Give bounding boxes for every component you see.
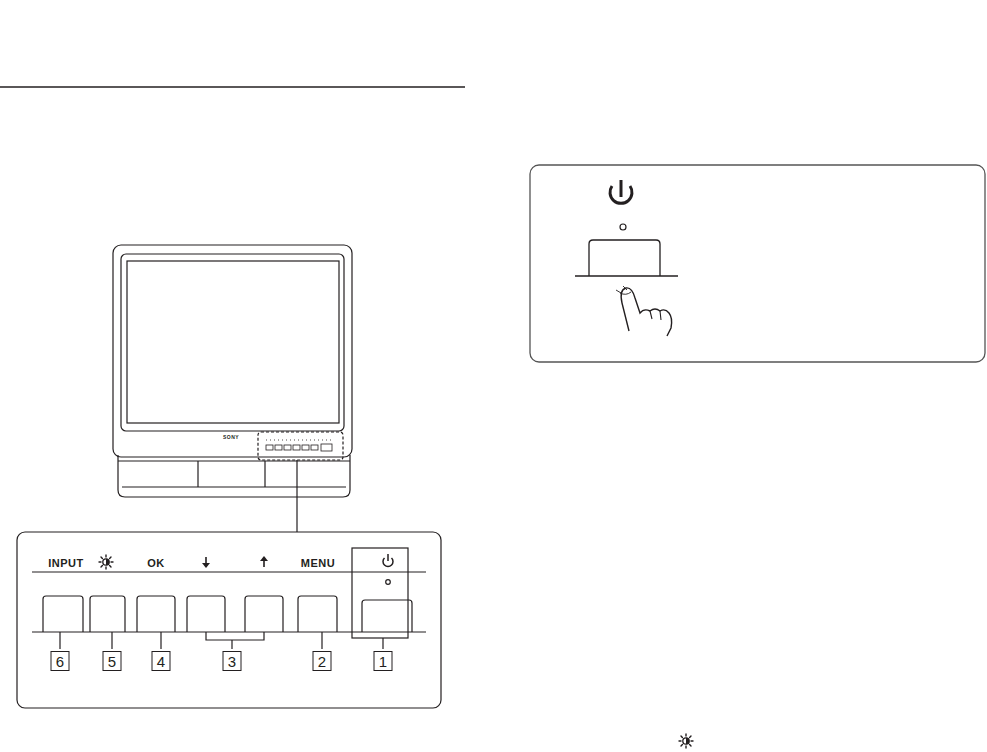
- button-label: MENU: [301, 558, 335, 569]
- callout-number: 6: [51, 651, 70, 671]
- header-rule: [0, 86, 465, 87]
- callout-number: 5: [103, 651, 122, 671]
- callout-number: 1: [374, 651, 393, 671]
- arrow-icons: [202, 556, 268, 568]
- power-icon: [383, 554, 393, 567]
- callout-number: 2: [313, 651, 332, 671]
- brand-logo: SONY: [223, 435, 239, 440]
- monitor: [113, 245, 352, 532]
- callout-number: 3: [223, 651, 242, 671]
- button-label: INPUT: [48, 558, 84, 569]
- brightness-icon: [679, 734, 693, 748]
- power-inset: [530, 165, 985, 362]
- button-label: OK: [147, 558, 165, 569]
- brightness-icon: [99, 555, 113, 569]
- callout-number: 4: [152, 651, 171, 671]
- button-panel: [17, 532, 441, 708]
